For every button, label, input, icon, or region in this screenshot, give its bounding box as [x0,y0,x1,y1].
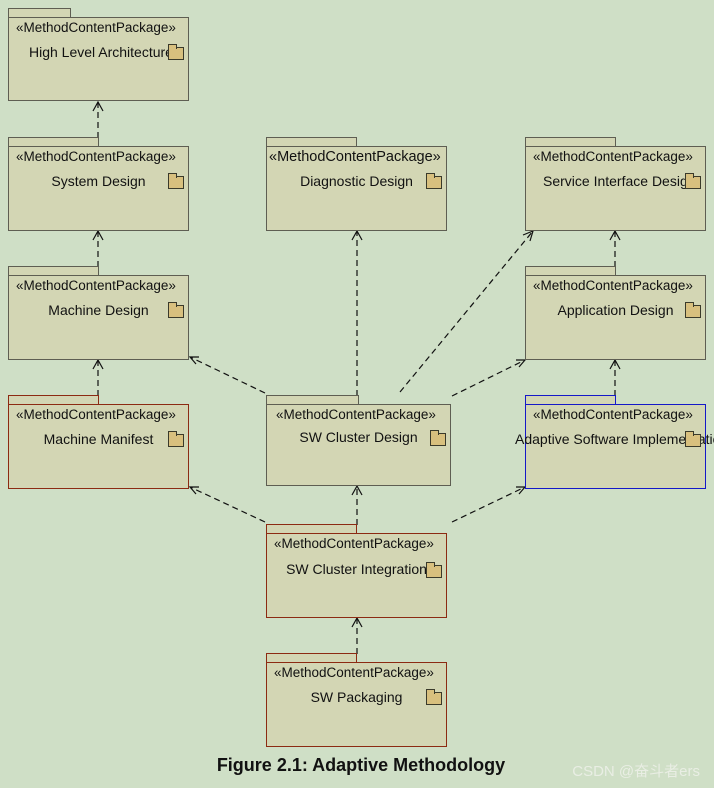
folder-icon [430,430,446,446]
package-stereotype: «MethodContentPackage» [274,665,434,680]
package-sw-cluster-design[interactable]: «MethodContentPackage» SW Cluster Design [266,395,451,486]
package-stereotype: «MethodContentPackage» [16,20,176,35]
folder-icon [426,562,442,578]
package-adaptive-software-implementation[interactable]: «MethodContentPackage» Adaptive Software… [515,395,714,489]
arrow-swcd-to-application [451,359,526,397]
arrowhead [351,484,363,496]
package-stereotype: «MethodContentPackage» [533,407,693,422]
package-name: Adaptive Software Implementation [515,431,714,447]
package-stereotype: «MethodContentPackage» [16,149,176,164]
package-body: «MethodContentPackage» SW Packaging [266,662,447,747]
folder-icon [685,431,701,447]
package-body: «MethodContentPackage» SW Cluster Design [266,404,451,486]
package-tab [266,395,359,404]
package-name: SW Cluster Design [299,429,418,445]
package-body: «MethodContentPackage» Adaptive Software… [515,404,714,489]
package-body: «MethodContentPackage» Diagnostic Design [266,146,447,231]
arrow-swcd-to-machine [189,356,266,394]
folder-icon [168,173,184,189]
arrowhead [351,616,363,628]
package-name: Service Interface Design [543,173,696,189]
package-diagnostic-design[interactable]: «MethodContentPackage» Diagnostic Design [266,137,447,231]
package-sw-packaging[interactable]: «MethodContentPackage» SW Packaging [266,653,447,747]
package-sw-cluster-integration[interactable]: «MethodContentPackage» SW Cluster Integr… [266,524,447,618]
package-high-level-architecture[interactable]: «MethodContentPackage» High Level Archit… [8,8,189,101]
package-body: «MethodContentPackage» Service Interface… [525,146,706,231]
folder-icon [426,173,442,189]
folder-icon [426,689,442,705]
figure-caption: Figure 2.1: Adaptive Methodology [216,755,506,775]
package-body: «MethodContentPackage» High Level Archit… [8,17,189,101]
package-body: «MethodContentPackage» Machine Design [8,275,189,360]
package-name: System Design [51,173,146,189]
arrow-integration-to-asi [451,486,526,523]
folder-icon [168,431,184,447]
folder-icon [685,302,701,318]
package-tab [266,653,357,662]
arrow-integration-to-manifest [189,486,266,523]
arrowhead [92,358,104,370]
package-machine-design[interactable]: «MethodContentPackage» Machine Design [8,266,189,360]
folder-icon [168,44,184,60]
package-machine-manifest[interactable]: «MethodContentPackage» Machine Manifest [8,395,189,489]
package-stereotype: «MethodContentPackage» [533,149,693,164]
package-name: Diagnostic Design [300,173,413,189]
watermark-text: CSDN @奋斗者ers [572,763,700,780]
package-tab [525,137,616,146]
arrowhead [92,229,104,241]
package-stereotype: «MethodContentPackage» [16,407,176,422]
package-stereotype: «MethodContentPackage» [276,407,436,422]
package-stereotype: «MethodContentPackage» [274,536,434,551]
package-name: High Level Architecture [29,44,173,60]
package-stereotype: «MethodContentPackage» [16,278,176,293]
arrowhead [609,229,621,241]
arrowhead [188,356,199,365]
package-name: Machine Design [48,302,149,318]
package-name: Application Design [557,302,674,318]
package-body: «MethodContentPackage» SW Cluster Integr… [266,533,447,618]
package-tab [525,395,616,404]
package-tab [266,137,357,146]
package-tab [8,8,71,17]
package-stereotype: «MethodContentPackage» [533,278,693,293]
package-tab [8,137,99,146]
package-service-interface-design[interactable]: «MethodContentPackage» Service Interface… [525,137,706,231]
package-system-design[interactable]: «MethodContentPackage» System Design [8,137,189,231]
package-tab [266,524,357,533]
package-tab [525,266,616,275]
arrowhead [351,229,363,241]
package-body: «MethodContentPackage» Machine Manifest [8,404,189,489]
arrowhead [188,486,199,495]
package-body: «MethodContentPackage» Application Desig… [525,275,706,360]
package-body: «MethodContentPackage» System Design [8,146,189,231]
arrowhead [522,229,534,242]
folder-icon [168,302,184,318]
package-application-design[interactable]: «MethodContentPackage» Application Desig… [525,266,706,360]
arrowhead [92,100,104,112]
arrowhead [609,358,621,370]
package-tab [8,266,99,275]
package-name: SW Cluster Integration [286,561,427,577]
package-tab [8,395,99,404]
package-name: Machine Manifest [43,431,154,447]
arrowhead [516,359,527,368]
arrow-swcd-to-service [399,230,534,393]
package-stereotype: «MethodContentPackage» [269,149,441,165]
folder-icon [685,173,701,189]
package-name: SW Packaging [310,689,403,705]
